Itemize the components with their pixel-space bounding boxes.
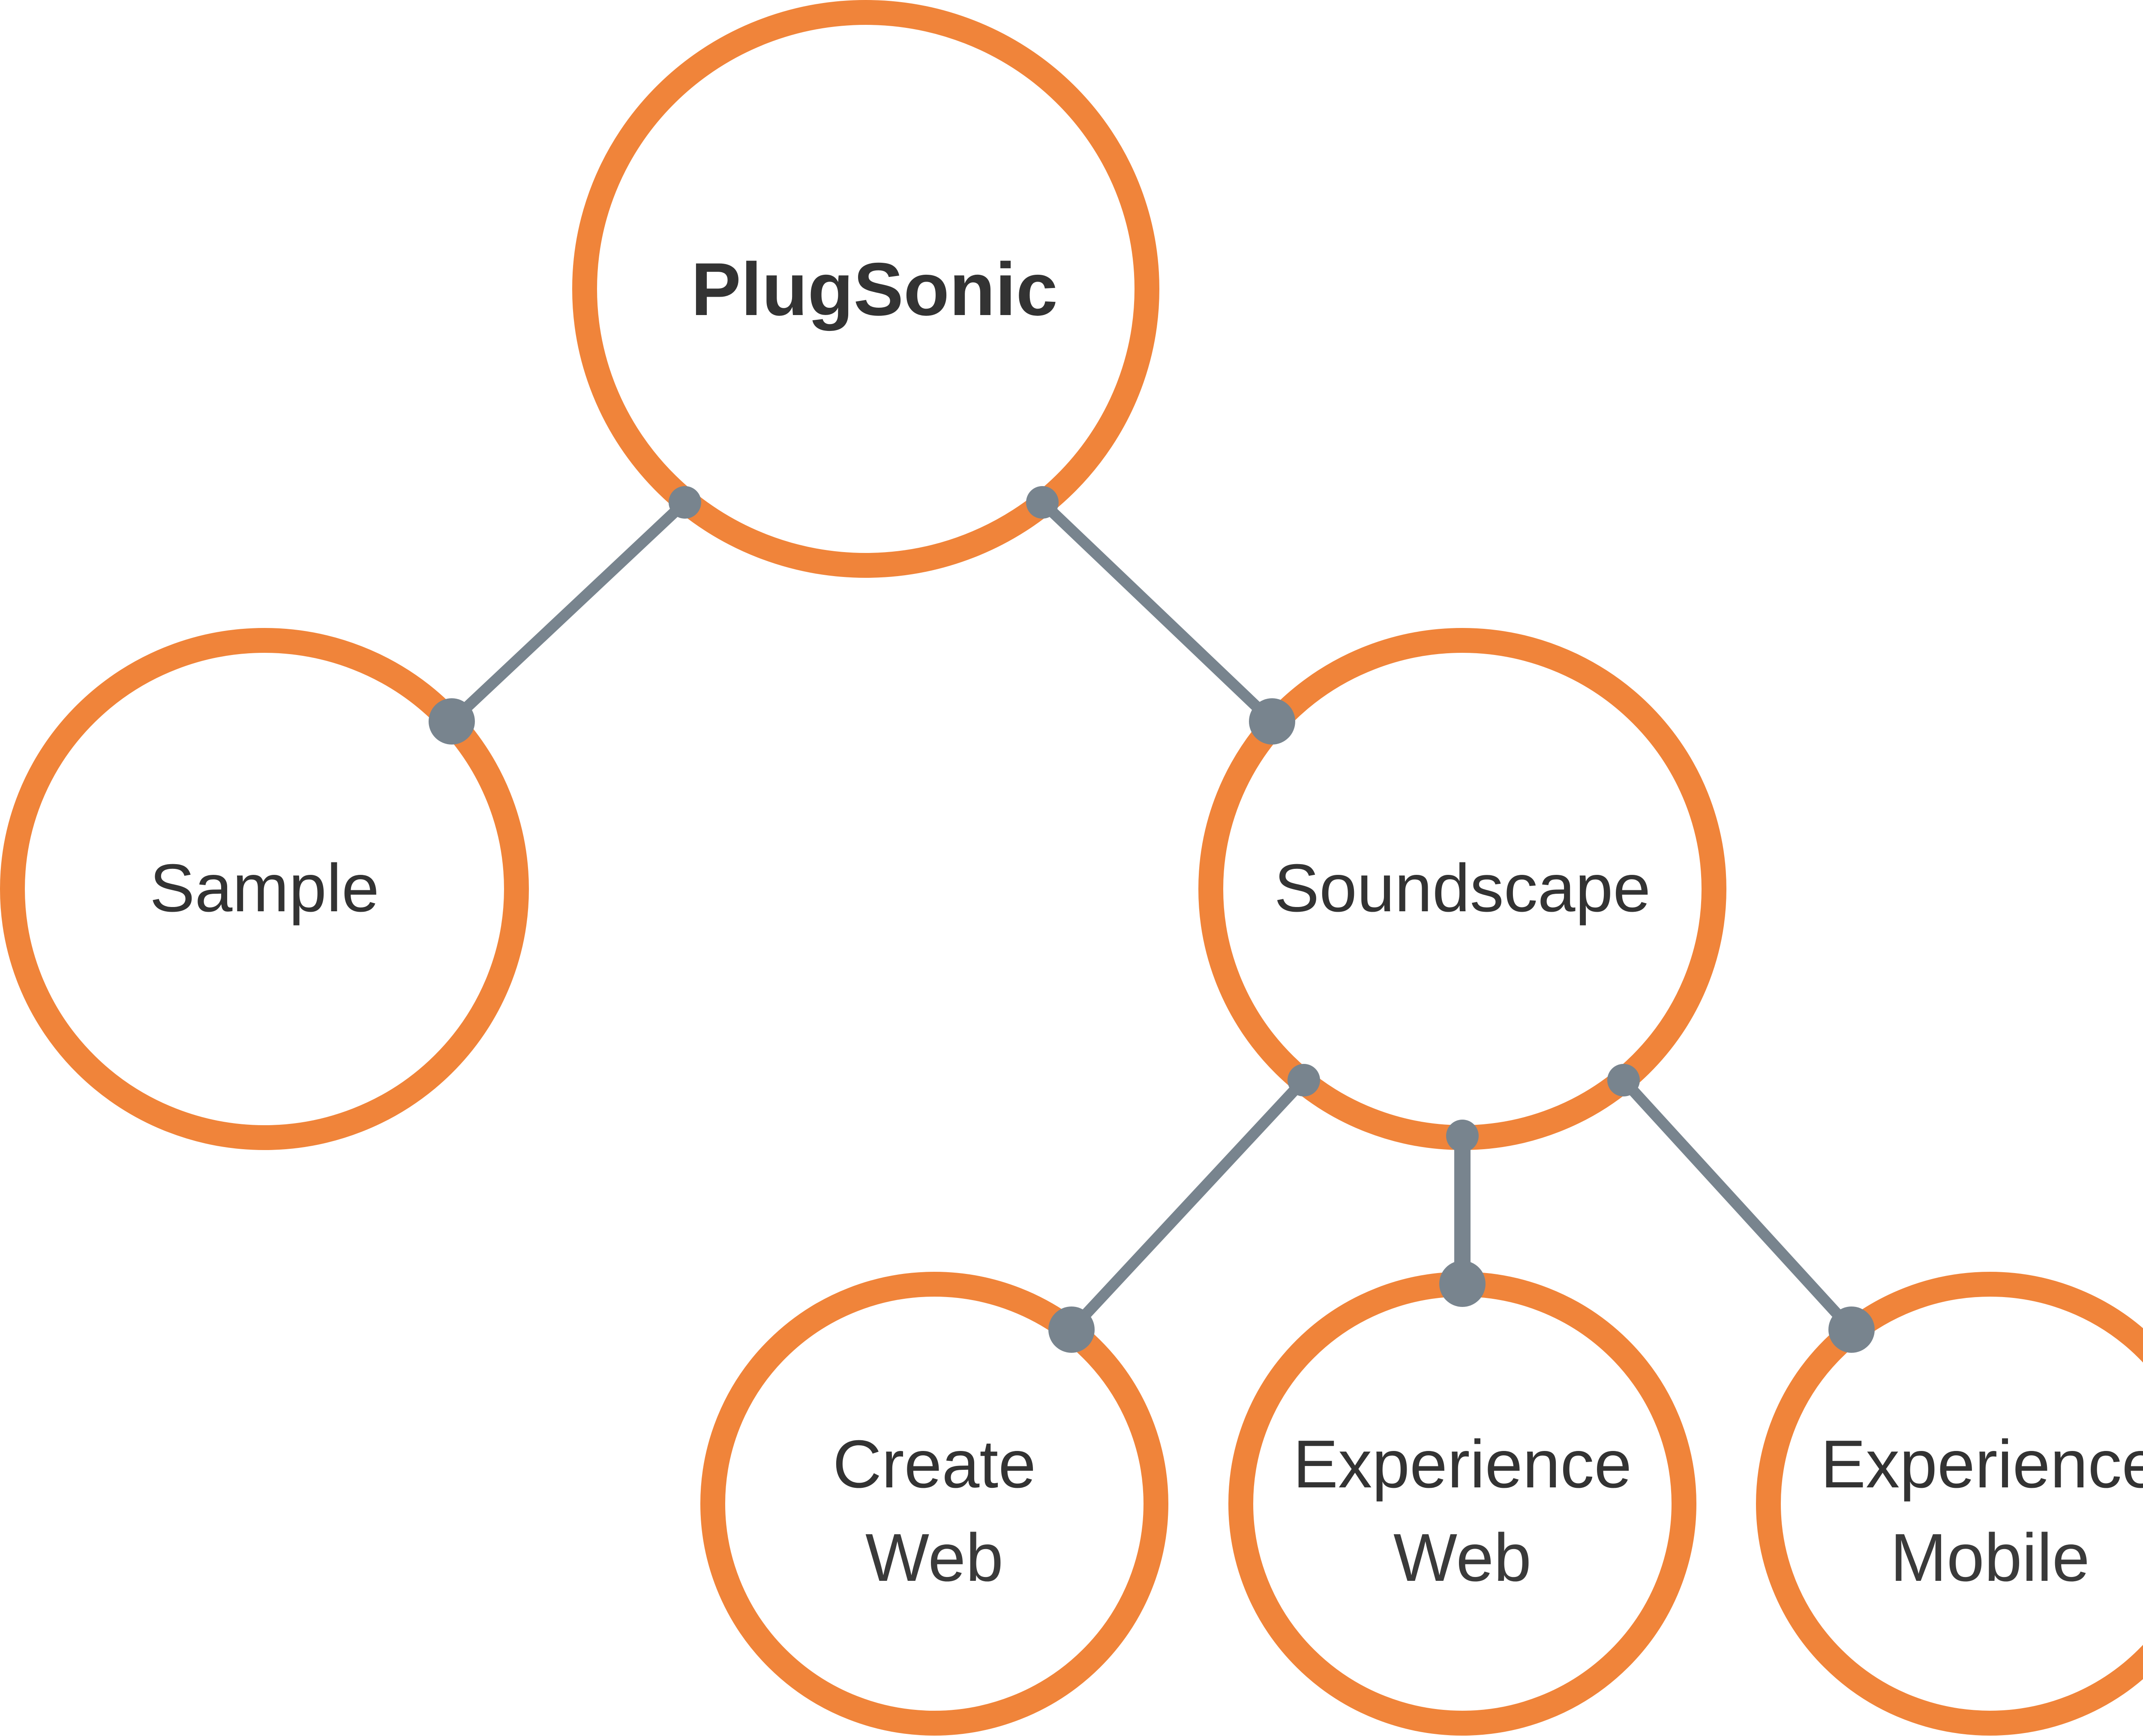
node-label-sample: Sample xyxy=(150,850,379,926)
connectors xyxy=(446,497,1857,1335)
connector-dot xyxy=(669,486,701,519)
node-ring-plugsonic xyxy=(572,0,1159,578)
labels: PlugSonic Sample Soundscape Create Web E… xyxy=(150,248,2143,1595)
node-label-plugsonic: PlugSonic xyxy=(691,248,1058,331)
connector-dots xyxy=(429,486,1875,1353)
connector-dot xyxy=(1828,1307,1875,1353)
node-label-create: Create xyxy=(833,1427,1036,1502)
node-sublabel-mobile: Mobile xyxy=(1890,1520,2089,1595)
connector-dot xyxy=(1048,1307,1095,1353)
node-sublabel-web: Web xyxy=(865,1520,1003,1595)
connector-dot xyxy=(1607,1064,1640,1096)
node-sublabel-web: Web xyxy=(1393,1520,1531,1595)
node-label-experience: Experience xyxy=(1821,1427,2143,1502)
connector-dot xyxy=(1249,698,1295,745)
connector-root-soundscape xyxy=(1037,497,1278,727)
connector-dot xyxy=(429,698,475,745)
connector-soundscape-experience-mobile xyxy=(1618,1075,1857,1335)
connector-dot xyxy=(1026,486,1059,519)
node-label-soundscape: Soundscape xyxy=(1274,850,1651,926)
connector-root-sample xyxy=(446,497,690,727)
node-ring-sample xyxy=(0,628,529,1150)
connector-dot xyxy=(1446,1120,1479,1152)
connector-soundscape-create-web xyxy=(1066,1075,1309,1335)
node-ring-create-web xyxy=(700,1272,1168,1736)
node-ring-experience-web xyxy=(1228,1272,1696,1736)
connector-dot xyxy=(1439,1261,1486,1307)
node-ring-experience-mobile xyxy=(1756,1272,2143,1736)
node-label-experience: Experience xyxy=(1293,1427,1632,1502)
connector-dot xyxy=(1288,1064,1320,1096)
